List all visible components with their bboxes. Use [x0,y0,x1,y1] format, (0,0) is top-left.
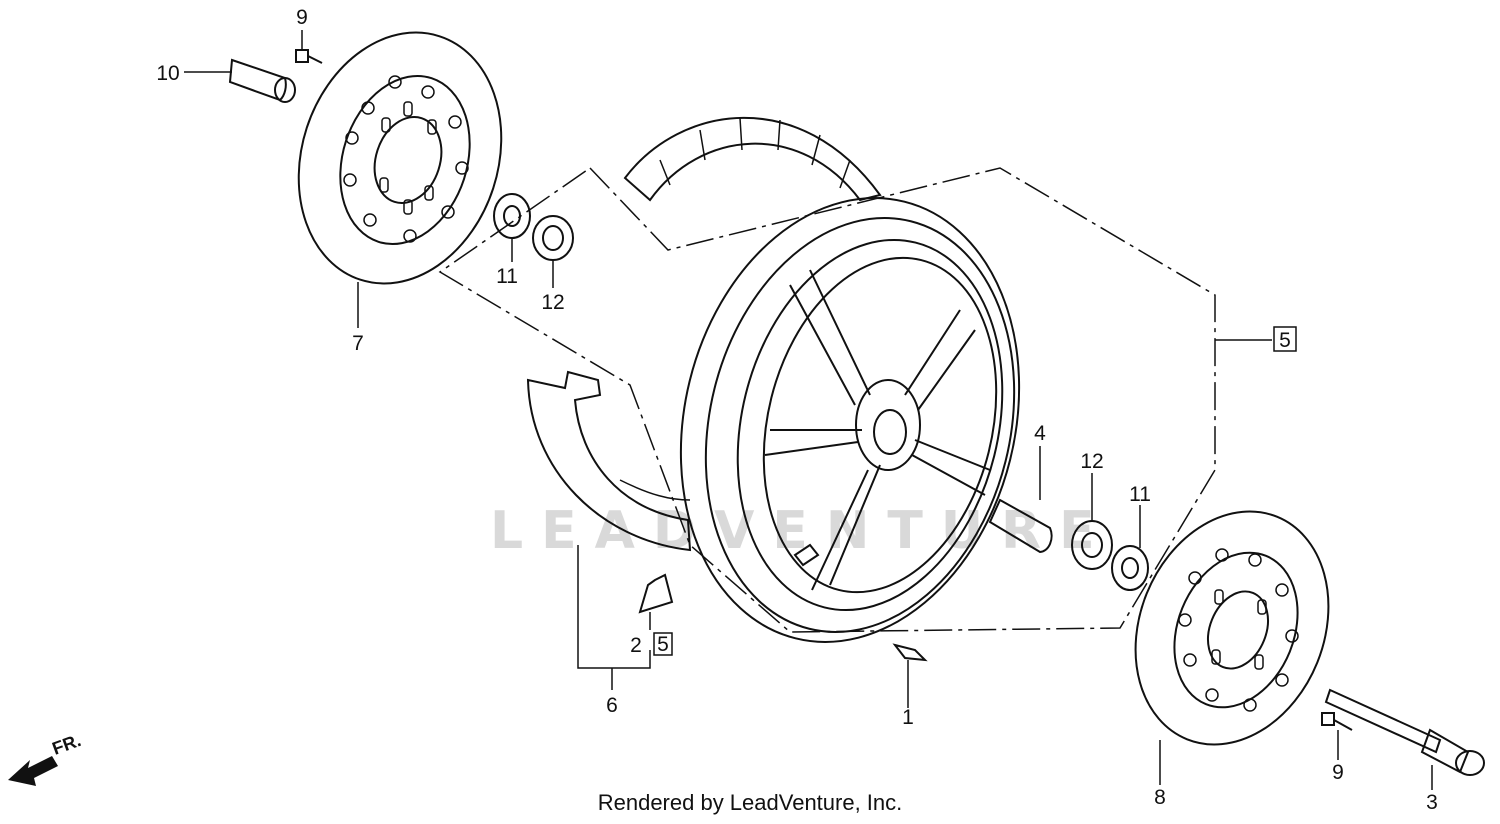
valve-stem [638,573,674,614]
cast-wheel [679,197,1021,643]
front-axle [1324,688,1485,776]
callout-5-right: 5 [1279,329,1291,352]
tire-section [623,117,882,202]
axle-top-collar [228,58,296,103]
callout-2: 2 [630,634,642,657]
front-direction-arrow: FR. [8,730,84,786]
callout-4: 4 [1034,422,1046,445]
callout-9-bottom: 9 [1332,761,1344,784]
callout-11-right: 11 [1129,483,1151,506]
callout-8: 8 [1154,786,1166,809]
footer-credit: Rendered by LeadVenture, Inc. [597,790,903,815]
bearing-11-top [493,193,531,239]
callout-7: 7 [352,332,364,355]
lower-brake-disc [1134,510,1330,746]
callout-3: 3 [1426,791,1438,814]
callout-box-5-right [1273,326,1297,352]
callout-12-right: 12 [1080,450,1103,473]
front-direction-label: FR. [50,730,84,759]
watermark-text: LEADVENTURE [490,501,1113,561]
callout-9-top: 9 [296,6,308,29]
assembly-outline [438,167,1216,633]
bearing-11-right [1111,545,1149,591]
bolt-top [295,49,323,64]
bolt-bottom [1321,712,1353,731]
leader-lines [184,30,1433,790]
callout-box-5-left [653,632,673,656]
callout-6: 6 [606,694,618,717]
bearing-12-top [532,215,574,261]
distance-collar [988,498,1053,554]
callout-12-top: 12 [541,291,564,314]
balance-weight [892,643,928,662]
callout-11-top: 11 [496,265,518,288]
upper-brake-disc [297,31,503,285]
callout-10: 10 [156,62,179,85]
callout-5-left: 5 [657,633,669,656]
callout-1: 1 [902,706,914,729]
